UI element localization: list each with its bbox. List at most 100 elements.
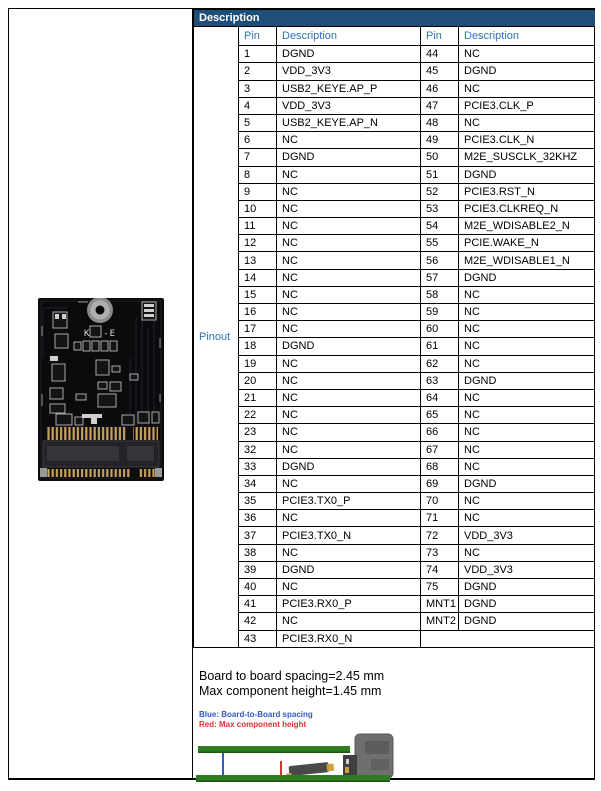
pin-cell: 23 (238, 423, 277, 442)
description-cell: PCIE3.CLK_P (457, 96, 595, 115)
description-cell: PCIE3.CLKREQ_N (457, 199, 595, 219)
pin-cell: 14 (238, 268, 277, 287)
description-cell: NC (276, 302, 421, 322)
description-cell: PCIE3.TX0_N (276, 526, 421, 545)
description-cell: USB2_KEYE.AP_N (276, 113, 421, 133)
description-cell: PCIE.WAKE_N (457, 234, 595, 253)
pin-cell: 44 (420, 45, 459, 64)
description-cell: PCIE3.RST_N (457, 182, 595, 201)
pin-cell: 10 (238, 199, 277, 219)
pin-cell: 58 (420, 285, 459, 305)
pcb-image: KEY-E (38, 298, 164, 481)
description-cell: NC (457, 509, 595, 528)
pin-cell: 42 (238, 612, 277, 631)
description-cell: DGND (457, 371, 595, 390)
pin-cell: 9 (238, 182, 277, 201)
pin-cell: 49 (420, 131, 459, 150)
pin-cell: 39 (238, 560, 277, 580)
description-cell: NC (276, 199, 421, 219)
description-cell: NC (276, 406, 421, 425)
description-cell: NC (276, 251, 421, 270)
pin-cell: 66 (420, 423, 459, 442)
figure-legend: Blue: Board-to-Board spacing Red: Max co… (199, 710, 594, 730)
description-cell: NC (457, 113, 595, 133)
top-board (198, 745, 350, 753)
description-cell: VDD_3V3 (457, 526, 595, 545)
pin-cell: 61 (420, 337, 459, 356)
description-cell: NC (457, 285, 595, 305)
description-cell: M2E_WDISABLE2_N (457, 217, 595, 236)
description-cell: NC (276, 234, 421, 253)
description-cell: DGND (276, 148, 421, 167)
description-cell: DGND (276, 45, 421, 64)
description-cell: NC (457, 45, 595, 64)
pin-cell: 46 (420, 79, 459, 98)
description-cell: NC (457, 354, 595, 373)
description-cell: NC (276, 285, 421, 305)
pin-cell: 6 (238, 131, 277, 150)
pin-cell: 72 (420, 526, 459, 545)
description-cell: NC (276, 509, 421, 528)
description-cell: NC (457, 406, 595, 425)
pin-cell: 73 (420, 543, 459, 562)
pin-cell: 40 (238, 577, 277, 597)
description-cell: DGND (457, 612, 595, 631)
description-cell: NC (276, 440, 421, 459)
description-cell: NC (276, 577, 421, 597)
pin-cell: 60 (420, 320, 459, 339)
description-cell: VDD_3V3 (457, 560, 595, 580)
description-cell: NC (276, 371, 421, 390)
m2-socket (40, 426, 162, 478)
pin-cell: 43 (238, 629, 277, 648)
description-cell: NC (276, 354, 421, 373)
bottom-board (196, 774, 390, 782)
description-cell: DGND (457, 474, 595, 494)
description-cell: DGND (457, 577, 595, 597)
description-cell: NC (276, 268, 421, 287)
description-column-header: Description (276, 26, 421, 47)
pin-cell: 20 (238, 371, 277, 390)
description-cell: VDD_3V3 (276, 96, 421, 115)
description-cell: PCIE3.CLK_N (457, 131, 595, 150)
pin-cell: 38 (238, 543, 277, 562)
description-cell: NC (457, 492, 595, 511)
pin-cell: 59 (420, 302, 459, 322)
pin-cell: 70 (420, 492, 459, 511)
description-cell: NC (457, 457, 595, 476)
description-cell: NC (457, 302, 595, 322)
section-header-row: Description (192, 8, 595, 28)
description-cell: NC (457, 543, 595, 562)
pin-cell: 41 (238, 595, 277, 614)
description-cell: NC (276, 320, 421, 339)
pin-cell: 18 (238, 337, 277, 356)
pin-cell: 2 (238, 62, 277, 81)
description-cell: NC (457, 388, 595, 408)
pin-cell: 50 (420, 148, 459, 167)
description-cell: NC (457, 440, 595, 459)
connector-block (343, 733, 394, 779)
pin-cell: 69 (420, 474, 459, 494)
